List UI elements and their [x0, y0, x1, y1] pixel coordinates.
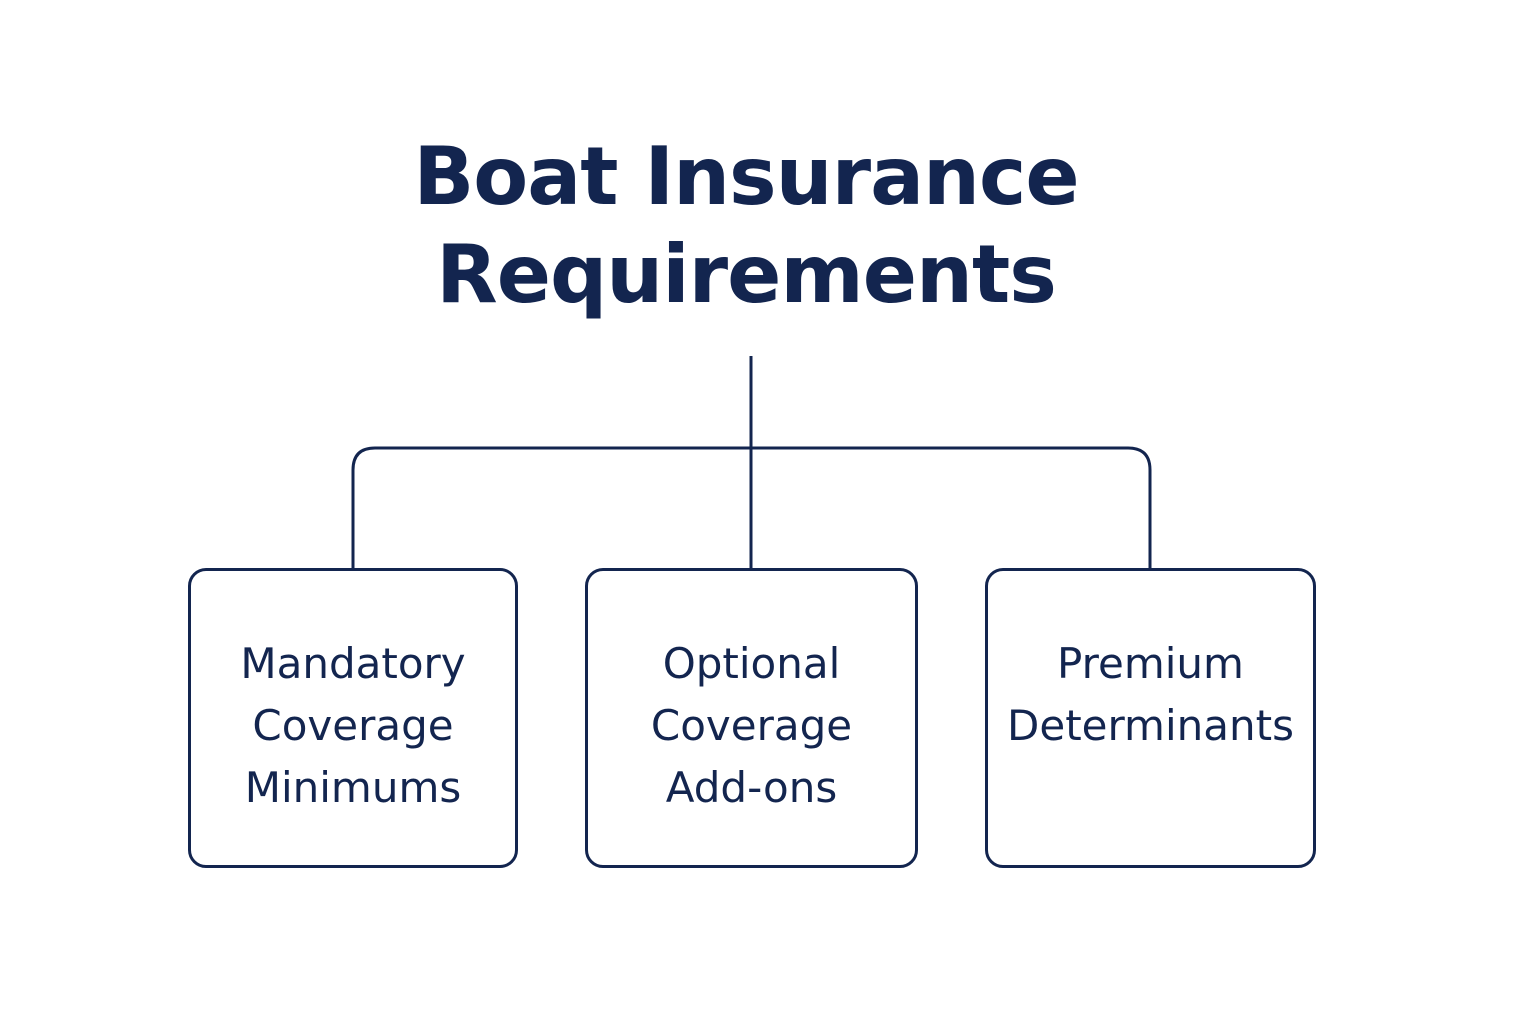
title-line-1: Boat Insurance [413, 130, 1079, 223]
box-label-line: Optional [662, 639, 841, 688]
box-optional-coverage: Optional Coverage Add-ons [585, 568, 918, 868]
box-label: Optional Coverage Add-ons [588, 633, 915, 819]
box-label-line: Mandatory [240, 639, 466, 688]
box-label-line: Minimums [244, 763, 462, 812]
box-mandatory-coverage: Mandatory Coverage Minimums [188, 568, 518, 868]
box-label-line: Determinants [1007, 701, 1294, 750]
box-label: Mandatory Coverage Minimums [191, 633, 515, 819]
box-label: Premium Determinants [988, 633, 1313, 757]
box-label-line: Coverage [650, 701, 853, 750]
box-label-line: Premium [1057, 639, 1244, 688]
box-label-line: Coverage [252, 701, 454, 750]
connector-branch [351, 446, 1152, 568]
title-line-2: Requirements [436, 228, 1057, 321]
diagram-title: Boat Insurance Requirements [368, 128, 1124, 324]
box-premium-determinants: Premium Determinants [985, 568, 1316, 868]
box-label-line: Add-ons [665, 763, 838, 812]
